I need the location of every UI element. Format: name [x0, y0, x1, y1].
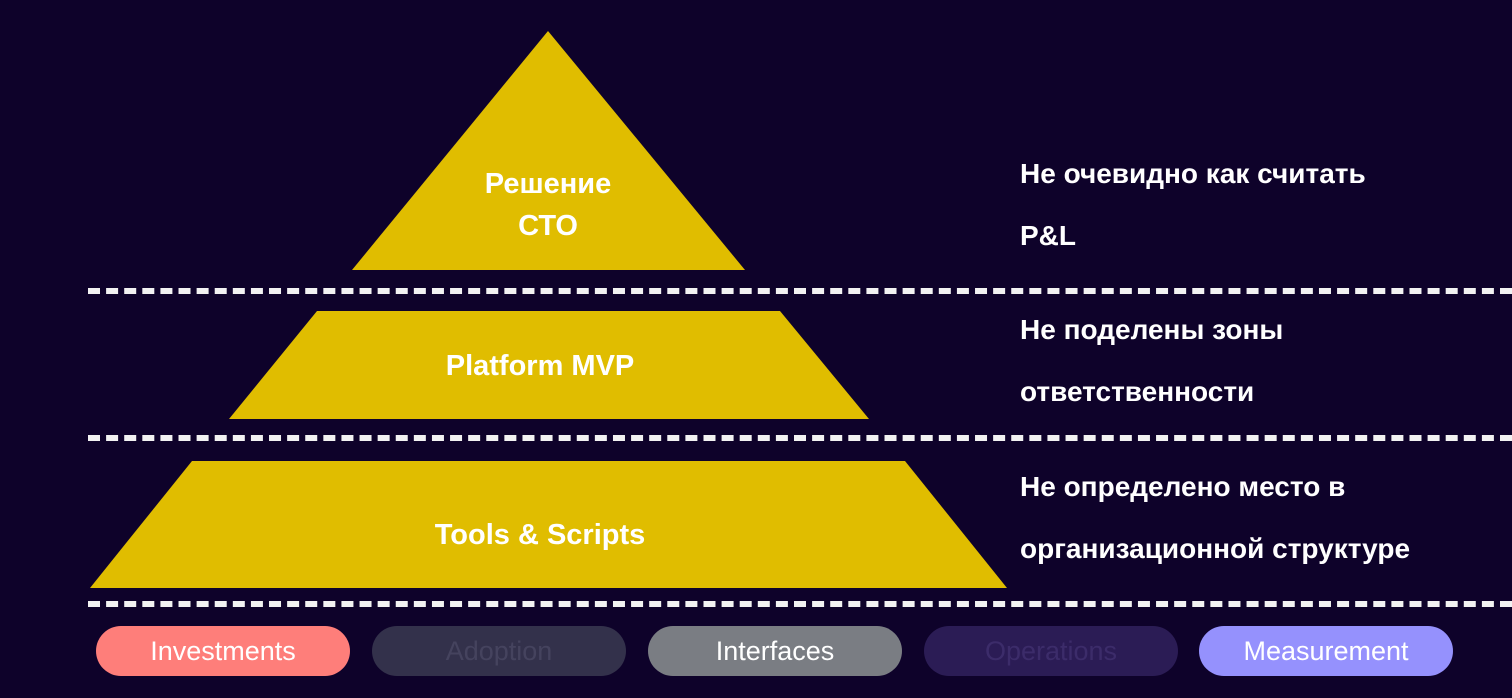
divider-bottom [88, 601, 1512, 607]
divider-top [88, 288, 1512, 294]
note-org-structure-line2: организационной структуре [1020, 533, 1411, 564]
tab-interfaces[interactable]: Interfaces [648, 626, 902, 676]
pyramid-bottom-tier [90, 461, 1007, 588]
tab-adoption[interactable]: Adoption [372, 626, 626, 676]
pyramid-middle-tier [229, 311, 869, 419]
note-responsibility: Не поделены зоны ответственности [1020, 299, 1510, 423]
tab-investments[interactable]: Investments [96, 626, 350, 676]
tab-measurement[interactable]: Measurement [1199, 626, 1453, 676]
tier-label-top: Решение СТО [448, 163, 648, 247]
tab-investments-label: Investments [150, 636, 296, 666]
tab-interfaces-label: Interfaces [715, 636, 835, 666]
note-pl-line2: P&L [1020, 220, 1076, 251]
tab-operations-label: Operations [984, 636, 1118, 666]
tier-label-bottom: Tools & Scripts [434, 519, 646, 551]
note-pl-line1: Не очевидно как считать [1020, 158, 1366, 189]
tab-measurement-label: Measurement [1243, 636, 1409, 666]
note-org-structure-line1: Не определено место в [1020, 471, 1346, 502]
note-responsibility-line2: ответственности [1020, 376, 1255, 407]
note-responsibility-line1: Не поделены зоны [1020, 314, 1284, 345]
tab-adoption-label: Adoption [445, 636, 553, 666]
divider-middle [88, 435, 1512, 441]
note-pl: Не очевидно как считать P&L [1020, 143, 1510, 267]
tier-label-top-line2: СТО [518, 210, 578, 243]
note-org-structure: Не определено место в организационной ст… [1020, 456, 1510, 580]
pyramid-top-tier [352, 31, 745, 270]
tab-operations[interactable]: Operations [924, 626, 1178, 676]
tier-label-middle: Platform MVP [445, 350, 635, 382]
tier-label-top-line1: Решение [484, 168, 612, 200]
